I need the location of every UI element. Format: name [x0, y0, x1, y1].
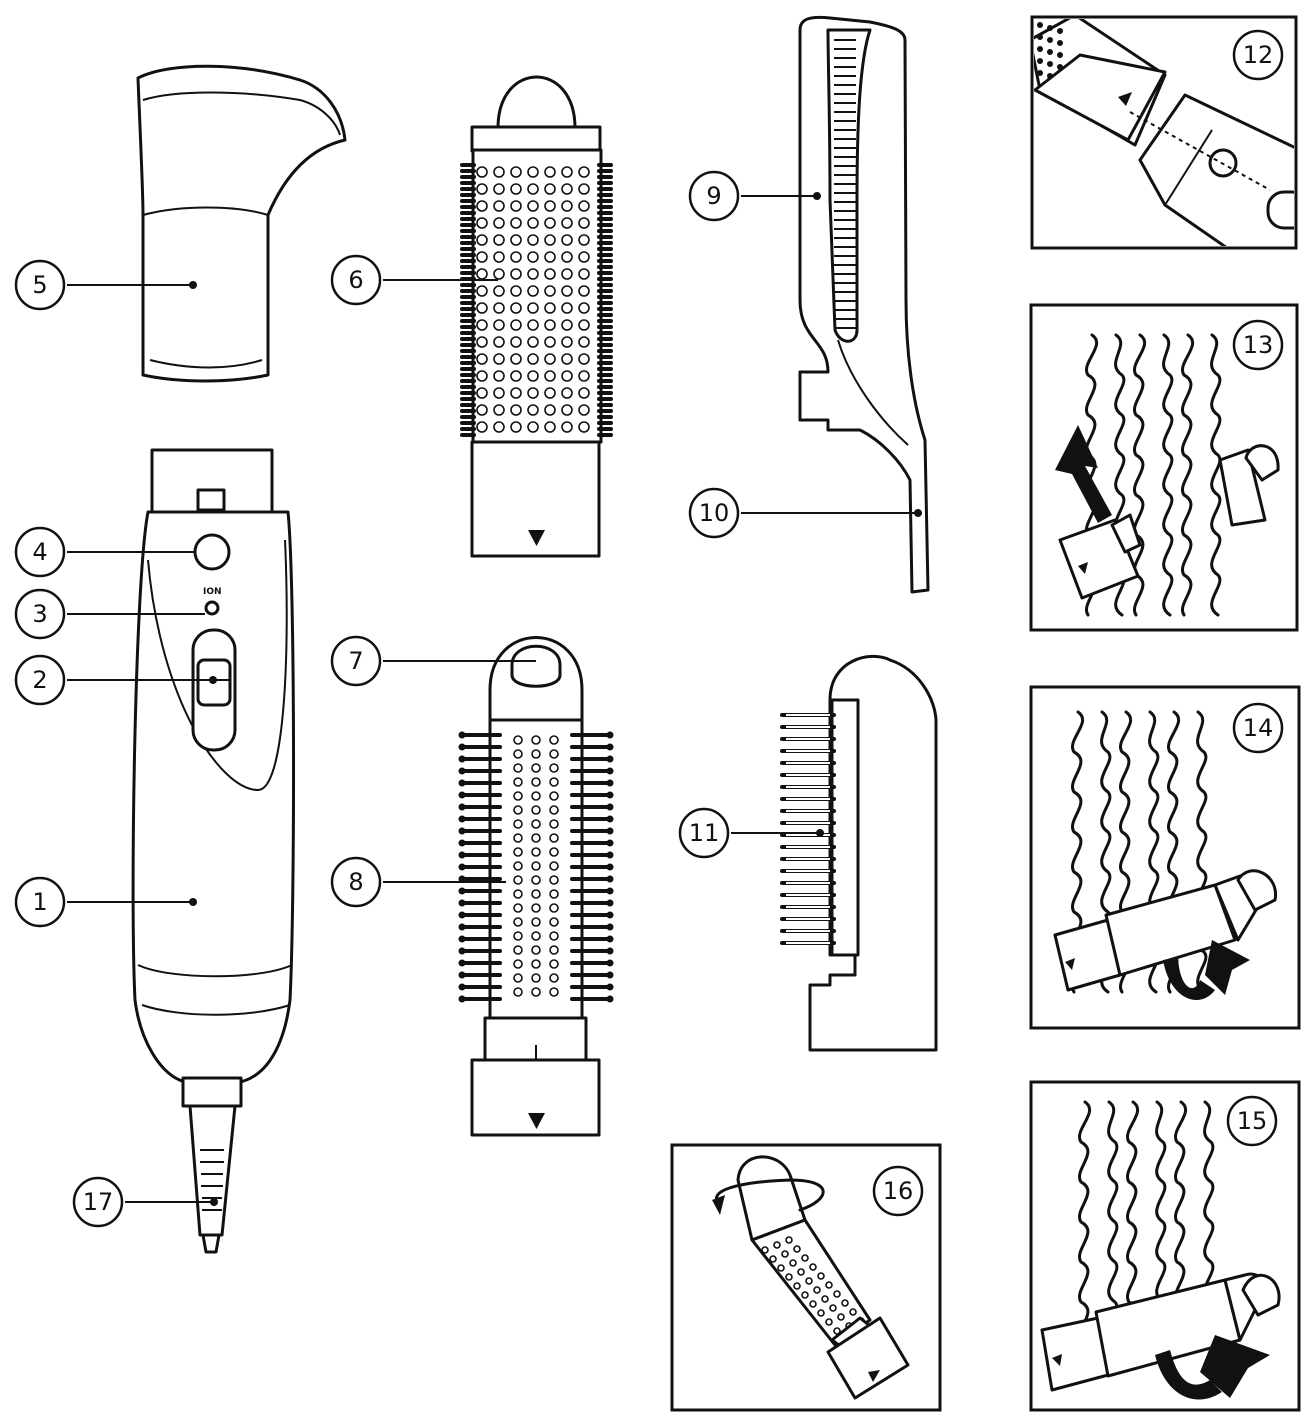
callout-7: 7 — [330, 635, 536, 687]
ion-text: ION — [203, 587, 222, 597]
panel-straighten-step — [1029, 303, 1299, 632]
callout-3: 3 — [14, 588, 205, 640]
pin-brush — [458, 636, 614, 1137]
label-11: 11 — [689, 819, 720, 847]
label-10: 10 — [699, 499, 730, 527]
label-6: 6 — [348, 266, 363, 294]
label-12: 12 — [1243, 41, 1274, 69]
ion-button — [193, 533, 231, 571]
callout-11: 11 — [678, 807, 824, 859]
callout-6: 6 — [330, 254, 498, 306]
label-7: 7 — [348, 647, 363, 675]
concentrator-nozzle — [136, 64, 347, 383]
label-13: 13 — [1243, 331, 1274, 359]
callout-15: 15 — [1226, 1095, 1278, 1147]
label-2: 2 — [32, 666, 47, 694]
label-8: 8 — [348, 868, 363, 896]
panel-attach-step — [1030, 15, 1298, 250]
round-bristle-brush — [460, 75, 613, 558]
label-5: 5 — [32, 271, 47, 299]
cord-guard-ribs — [200, 1149, 224, 1211]
label-9: 9 — [706, 182, 721, 210]
handle: ION — [131, 448, 296, 1254]
callout-1: 1 — [14, 876, 197, 928]
comb-attachment — [780, 654, 938, 1052]
label-3: 3 — [32, 600, 47, 628]
callout-9: 9 — [688, 170, 821, 222]
callout-8: 8 — [330, 856, 506, 908]
callout-17: 17 — [72, 1176, 218, 1228]
callout-5: 5 — [14, 259, 197, 311]
callout-16: 16 — [872, 1165, 924, 1217]
callout-2: 2 — [14, 654, 217, 706]
callout-4: 4 — [14, 526, 195, 578]
callout-12: 12 — [1232, 29, 1284, 81]
label-4: 4 — [32, 538, 47, 566]
straightening-brush — [798, 15, 930, 594]
callout-13: 13 — [1232, 319, 1284, 371]
panel-roll-step — [1029, 1080, 1301, 1412]
callout-14: 14 — [1232, 702, 1284, 754]
panel-curl-step — [1029, 685, 1301, 1030]
callout-10: 10 — [688, 487, 922, 539]
ion-light — [204, 600, 220, 616]
label-1: 1 — [32, 888, 47, 916]
label-15: 15 — [1237, 1107, 1268, 1135]
label-14: 14 — [1243, 714, 1274, 742]
label-16: 16 — [883, 1177, 914, 1205]
label-17: 17 — [83, 1188, 114, 1216]
label-1-circle — [14, 876, 66, 928]
